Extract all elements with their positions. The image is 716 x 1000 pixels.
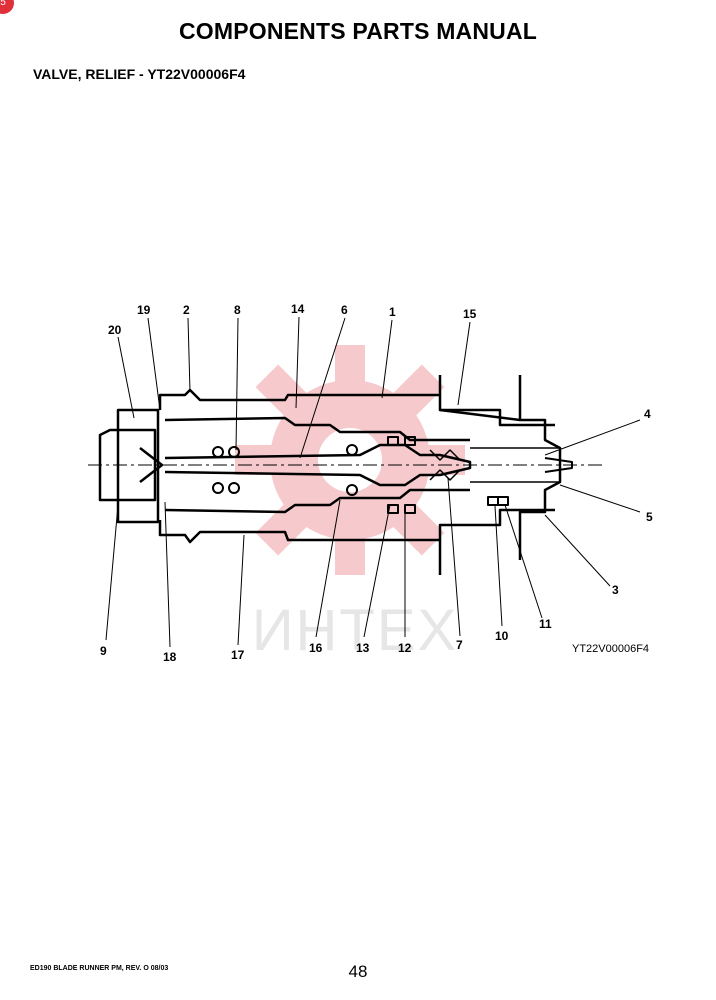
leader-lines [105, 316, 641, 648]
callout-1: 1 [389, 305, 396, 319]
callout-4: 4 [644, 407, 651, 421]
callout-6: 6 [341, 303, 348, 317]
callout-3: 3 [612, 583, 619, 597]
corner-badge: 5 [0, 0, 14, 14]
callout-11: 11 [539, 617, 552, 631]
callout-5: 5 [646, 510, 653, 524]
page-title: COMPONENTS PARTS MANUAL [178, 18, 538, 44]
callout-7: 7 [456, 638, 463, 652]
callout-14: 14 [291, 302, 305, 316]
figure-id: YT22V00006F4 [572, 643, 649, 655]
callouts: 20 19 2 8 14 6 1 15 4 5 3 11 9 18 17 16 … [100, 302, 653, 664]
section-title: VALVE, RELIEF - YT22V00006F4 [33, 66, 246, 82]
valve-assembly [98, 375, 573, 575]
callout-12: 12 [398, 641, 412, 655]
callout-17: 17 [231, 648, 245, 662]
watermark-gear-logo [235, 345, 465, 575]
callout-20: 20 [108, 323, 122, 337]
callout-15: 15 [463, 307, 477, 321]
callout-8: 8 [234, 303, 241, 317]
page-number: 48 [348, 962, 368, 981]
callout-18: 18 [163, 650, 177, 664]
callout-2: 2 [183, 303, 190, 317]
callout-9: 9 [100, 644, 107, 658]
callout-10: 10 [495, 629, 509, 643]
watermark-text: ИНТЕХ [252, 598, 458, 663]
footer-revision: ED190 BLADE RUNNER PM, REV. O 08/03 [30, 965, 169, 972]
callout-13: 13 [356, 641, 370, 655]
callout-16: 16 [309, 641, 323, 655]
callout-19: 19 [137, 303, 151, 317]
